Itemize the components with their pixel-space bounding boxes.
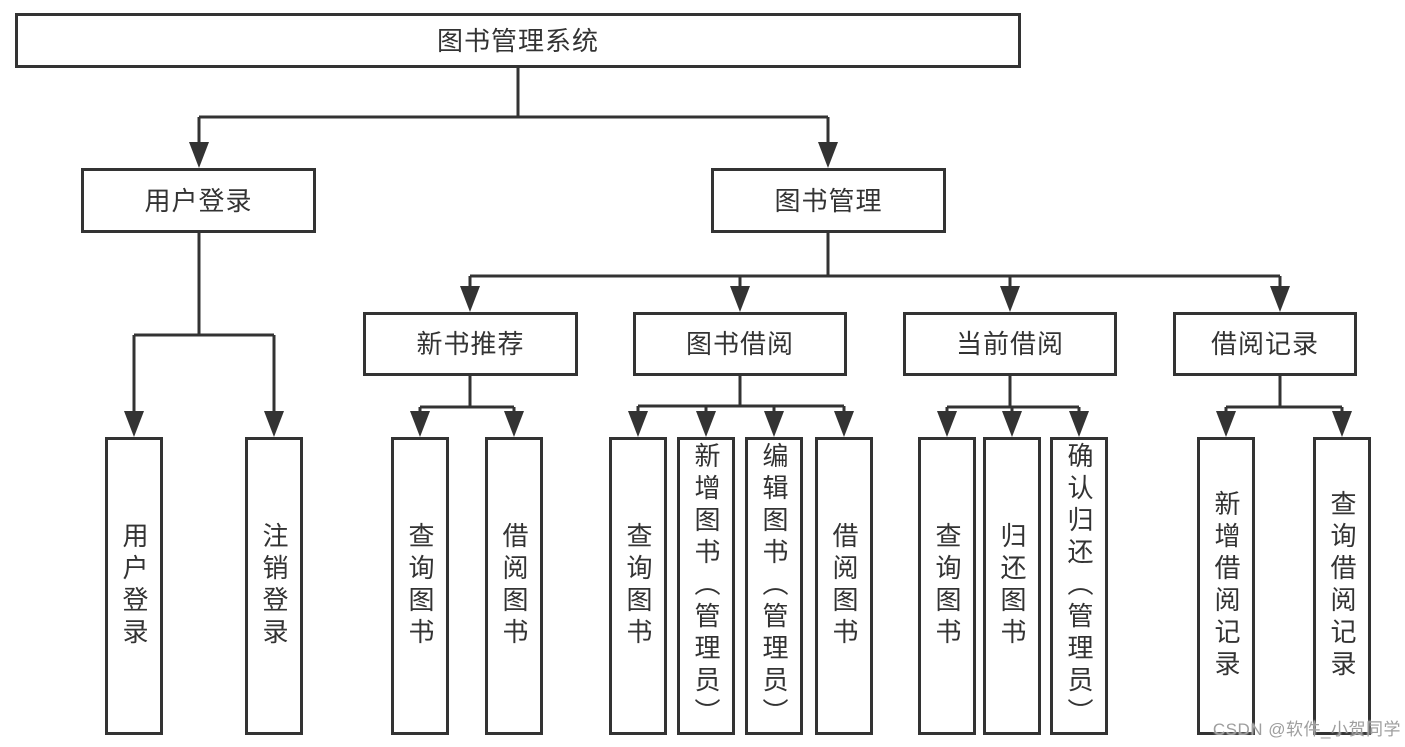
node-label: 查询图书 [405, 522, 435, 650]
leaf-borrow-books: 借阅图书 [815, 437, 873, 735]
node-label: 图书借阅 [685, 329, 794, 359]
node-label: 查询借阅记录 [1327, 490, 1357, 682]
leaf-borrow-books-recommend: 借阅图书 [485, 437, 543, 735]
node-book-management: 图书管理 [711, 168, 946, 233]
node-label: 图书管理系统 [436, 25, 599, 56]
node-label: 查询图书 [623, 522, 653, 650]
node-library-management-system: 图书管理系统 [15, 13, 1021, 68]
leaf-confirm-return-admin: 确认归还（管理员） [1050, 437, 1108, 735]
node-label: 查询图书 [932, 522, 962, 650]
leaf-return-books: 归还图书 [983, 437, 1041, 735]
leaf-query-books-recommend: 查询图书 [391, 437, 449, 735]
node-label: 当前借阅 [955, 329, 1064, 359]
leaf-query-books-borrow: 查询图书 [609, 437, 667, 735]
leaf-query-books-current: 查询图书 [918, 437, 976, 735]
node-label: 借阅记录 [1210, 329, 1319, 359]
node-label: 归还图书 [997, 522, 1027, 650]
leaf-user-login: 用户登录 [105, 437, 163, 735]
node-label: 注销登录 [259, 522, 289, 650]
node-label: 编辑图书（管理员） [759, 442, 789, 730]
node-label: 用户登录 [144, 185, 253, 216]
csdn-watermark: CSDN @软件_小贺同学 [1212, 720, 1401, 739]
node-new-book-recommendation: 新书推荐 [363, 312, 578, 376]
node-label: 新增借阅记录 [1211, 490, 1241, 682]
node-label: 用户登录 [119, 522, 149, 650]
leaf-edit-books-admin: 编辑图书（管理员） [745, 437, 803, 735]
node-current-borrowing: 当前借阅 [903, 312, 1117, 376]
node-label: 借阅图书 [829, 522, 859, 650]
node-label: 新书推荐 [416, 329, 525, 359]
leaf-logout: 注销登录 [245, 437, 303, 735]
leaf-add-books-admin: 新增图书（管理员） [677, 437, 735, 735]
node-book-borrowing: 图书借阅 [633, 312, 847, 376]
leaf-query-borrow-record: 查询借阅记录 [1313, 437, 1371, 735]
node-label: 新增图书（管理员） [691, 442, 721, 730]
node-label: 借阅图书 [499, 522, 529, 650]
node-label: 确认归还（管理员） [1064, 442, 1094, 730]
node-label: 图书管理 [774, 185, 883, 216]
node-user-login: 用户登录 [81, 168, 316, 233]
node-borrowing-records: 借阅记录 [1173, 312, 1357, 376]
leaf-add-borrow-record: 新增借阅记录 [1197, 437, 1255, 735]
